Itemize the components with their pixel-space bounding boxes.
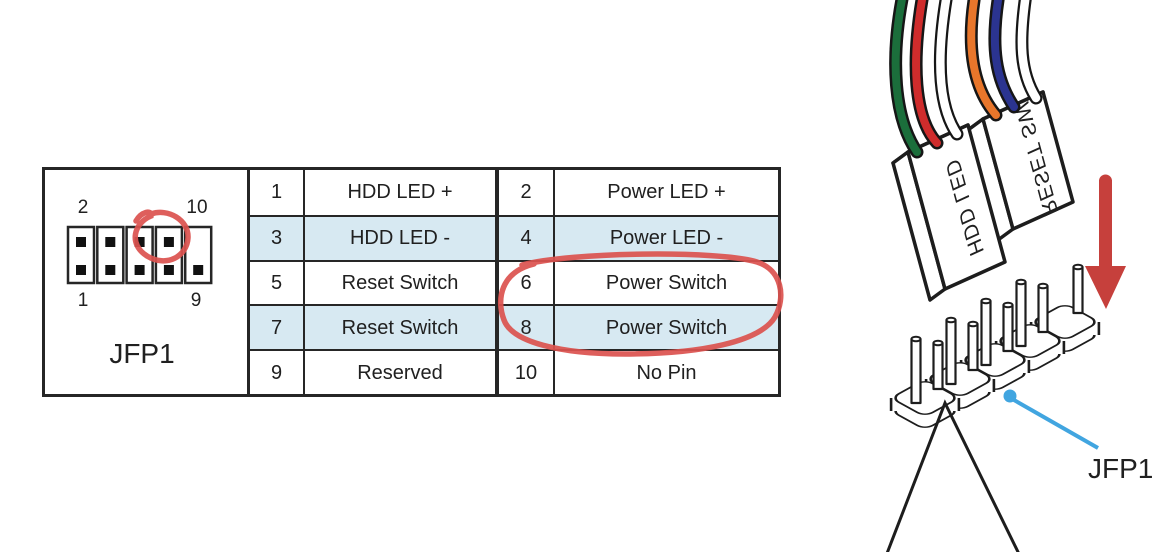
pin <box>967 320 979 372</box>
diagram-connector-name: JFP1 <box>109 338 174 369</box>
jfp1-header <box>889 263 1101 428</box>
cell-func-8: Power Switch <box>553 304 778 350</box>
cell-func-4: Power LED - <box>553 214 778 260</box>
pin9-label: 9 <box>191 290 202 311</box>
cell-func-9: Reserved <box>303 349 495 394</box>
cell-pin-3: 3 <box>247 214 303 260</box>
wire-red <box>909 0 944 150</box>
cell-func-7: Reset Switch <box>303 304 495 350</box>
pin <box>1072 263 1084 315</box>
pointer-v-lines <box>885 399 1020 552</box>
callout-dot <box>1003 389 1017 403</box>
cell-pin-4: 4 <box>495 214 553 260</box>
wire-green <box>889 0 924 159</box>
cell-func-2: Power LED + <box>553 170 778 215</box>
cell-pin-6: 6 <box>495 259 553 305</box>
cell-func-5: Reset Switch <box>303 259 495 305</box>
cell-pin-8: 8 <box>495 304 553 350</box>
pin <box>910 335 922 405</box>
connector-insertion-illustration: HDD LED RESET SW <box>885 0 1153 552</box>
pin-diagram-graphic: 2 10 1 9 <box>66 197 213 369</box>
pin-diagram-cell: 2 10 1 9 <box>45 170 247 394</box>
cell-pin-10: 10 <box>495 349 553 394</box>
pin1-label: 1 <box>78 290 89 311</box>
cell-pin-5: 5 <box>247 259 303 305</box>
jfp1-pinout-table: 2 10 1 9 <box>42 167 781 397</box>
pin <box>980 297 992 367</box>
pin10-label: 10 <box>186 197 207 218</box>
cell-pin-2: 2 <box>495 170 553 215</box>
wire-white-2 <box>1015 0 1043 105</box>
wire-white-1 <box>933 0 964 141</box>
pin2-label: 2 <box>78 197 89 218</box>
wire-blue <box>988 0 1021 114</box>
cell-pin-1: 1 <box>247 170 303 215</box>
cell-func-6: Power Switch <box>553 259 778 305</box>
cell-pin-7: 7 <box>247 304 303 350</box>
cell-func-1: HDD LED + <box>303 170 495 215</box>
pin <box>945 316 957 386</box>
pin <box>1037 282 1049 334</box>
cell-pin-9: 9 <box>247 349 303 394</box>
reset-sw-plug <box>966 90 1075 242</box>
jfp1-header-label: JFP1 <box>1088 453 1153 484</box>
pin <box>1002 301 1014 353</box>
cell-func-10: No Pin <box>553 349 778 394</box>
cell-func-3: HDD LED - <box>303 214 495 260</box>
pin <box>932 339 944 391</box>
pin <box>1015 278 1027 348</box>
wire-orange <box>964 0 1003 122</box>
wires <box>889 0 1043 159</box>
jfp1-callout: JFP1 <box>1003 389 1153 484</box>
down-arrow-icon <box>1085 174 1126 309</box>
